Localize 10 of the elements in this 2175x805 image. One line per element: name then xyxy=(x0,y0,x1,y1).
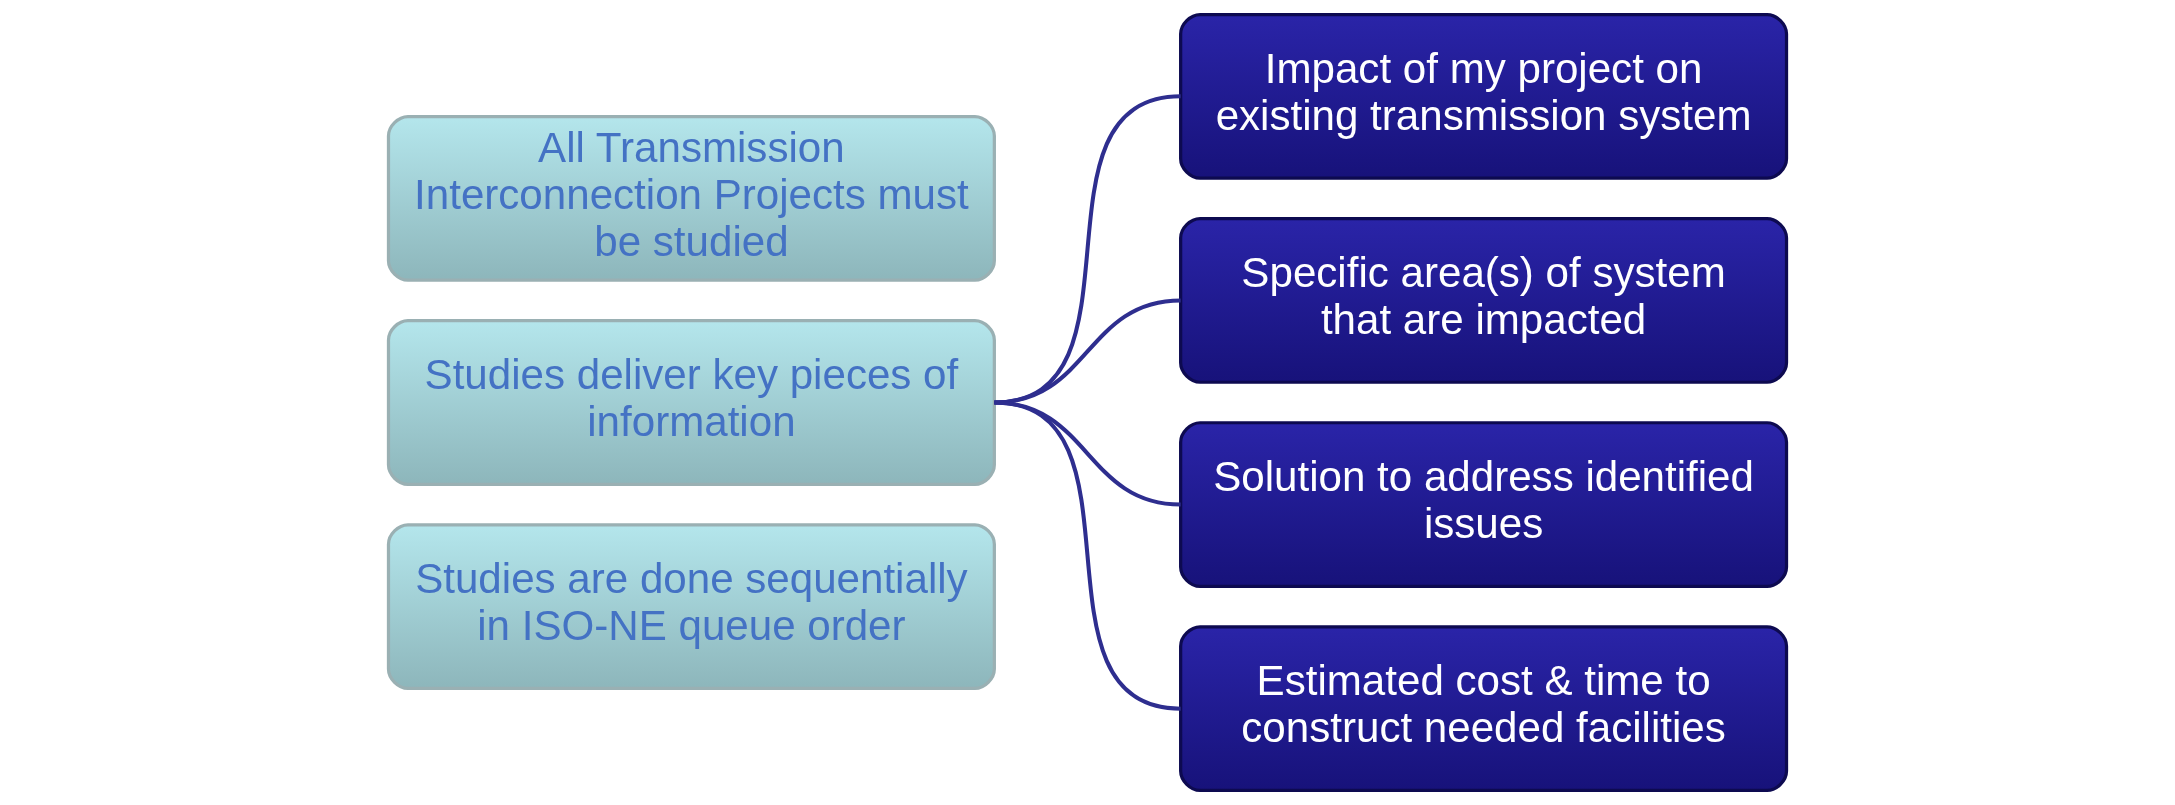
connector xyxy=(994,400,1181,711)
connector xyxy=(994,94,1181,405)
node-box: Studies are done sequentially in ISO-NE queue order xyxy=(386,523,996,691)
node-box: Solution to address identified issues xyxy=(1179,421,1789,588)
node-box: Specific area(s) of system that are impacted xyxy=(1179,217,1789,384)
node-box: Studies deliver key pieces of information xyxy=(386,319,996,486)
node-box: All Transmission Interconnection Projects must be studied xyxy=(386,114,996,282)
node-box: Estimated cost & time to construct needed facilities xyxy=(1179,625,1789,793)
node-box: Impact of my project on existing transmission system xyxy=(1179,12,1789,180)
connector xyxy=(994,298,1181,405)
